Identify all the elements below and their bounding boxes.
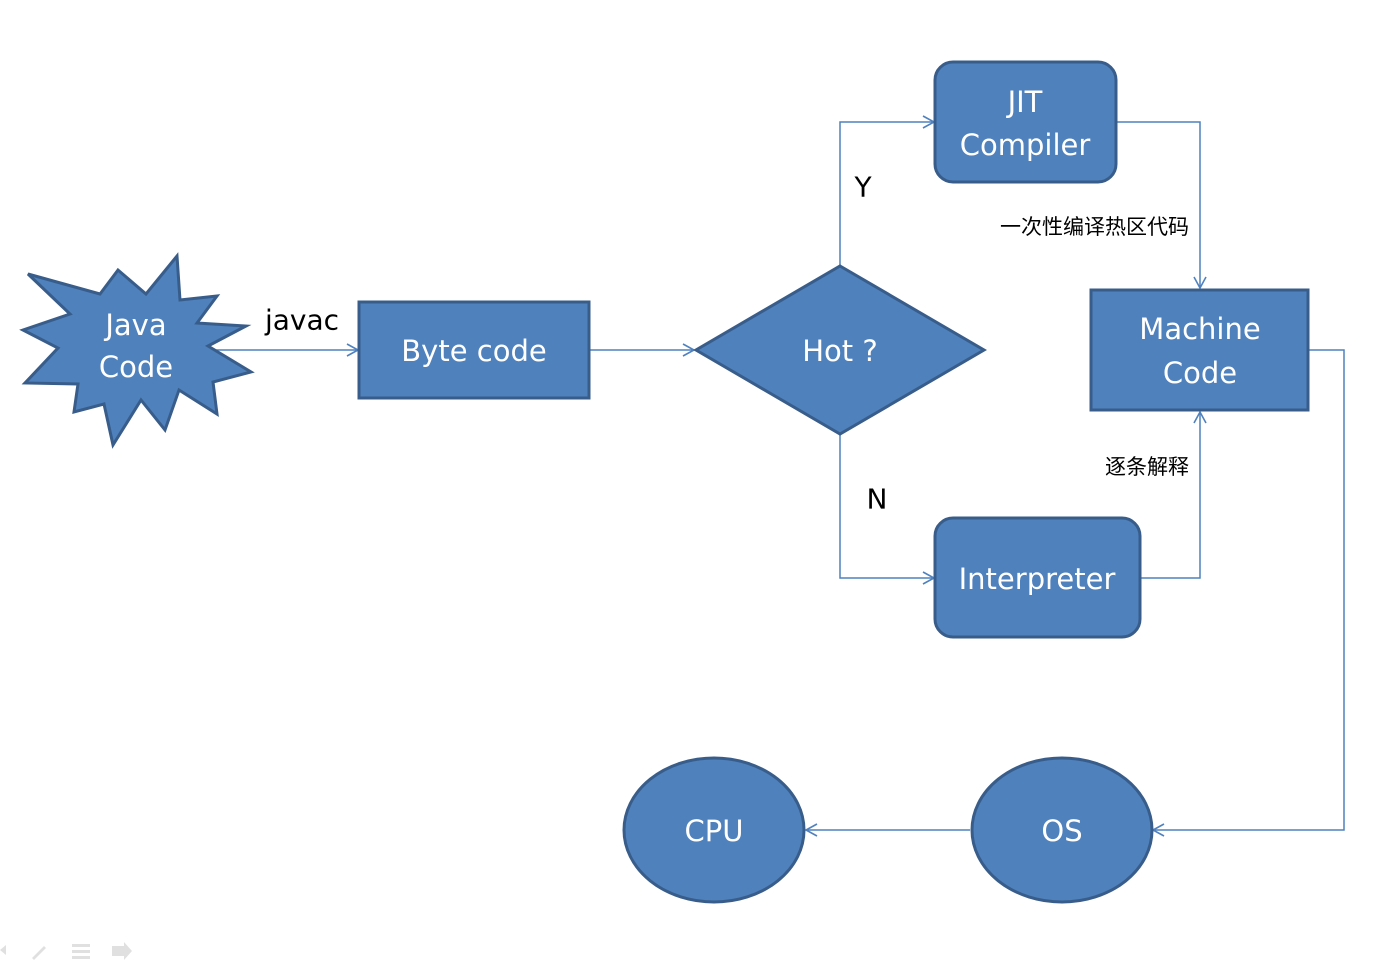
java-code-line2: Code <box>99 350 173 384</box>
byte-code-box <box>357 300 591 400</box>
machine-code-line1: Machine <box>1139 312 1260 346</box>
connector-jit-to-machine <box>1117 121 1207 290</box>
previous-icon[interactable] <box>0 945 6 955</box>
cpu-label: CPU <box>685 814 744 848</box>
java-code-starburst <box>19 252 255 449</box>
java-code-line1: Java <box>103 308 166 342</box>
interpreter-label: Interpreter <box>959 562 1116 596</box>
jit-compiler-box <box>933 60 1118 184</box>
os-ellipse <box>970 756 1154 904</box>
menu-icon[interactable] <box>72 944 90 959</box>
connector-hot-to-interpreter <box>839 434 936 585</box>
jit-compiler-line1: JIT <box>1006 85 1043 119</box>
jit-compiler-node: JIT Compiler <box>933 60 1118 184</box>
connector-hot-to-jit <box>839 115 936 266</box>
javac-label: javac <box>264 304 339 337</box>
cpu-node: CPU <box>622 756 806 904</box>
interpreter-note-label: 逐条解释 <box>1105 455 1189 479</box>
os-node: OS <box>970 756 1154 904</box>
hot-decision-node: Hot ? <box>693 264 987 436</box>
slideshow-toolbar <box>0 942 132 960</box>
byte-code-label: Byte code <box>401 334 546 368</box>
jit-compiler-line2: Compiler <box>960 128 1091 162</box>
yes-branch-label: Y <box>853 171 872 204</box>
java-code-node: Java Code <box>19 252 255 449</box>
cpu-ellipse <box>622 756 806 904</box>
pen-icon[interactable] <box>32 946 46 960</box>
next-icon[interactable] <box>112 942 132 960</box>
os-label: OS <box>1041 814 1082 848</box>
hot-decision-label: Hot ? <box>802 334 878 368</box>
machine-code-node: Machine Code <box>1089 288 1310 412</box>
byte-code-node: Byte code <box>357 300 591 400</box>
interpreter-box <box>933 516 1142 639</box>
machine-code-line2: Code <box>1163 356 1237 390</box>
connector-machine-to-os <box>1151 349 1345 837</box>
jit-note-label: 一次性编译热区代码 <box>1000 215 1189 239</box>
connector-interpreter-to-machine <box>1141 410 1207 579</box>
machine-code-box <box>1089 288 1310 412</box>
no-branch-label: N <box>867 483 888 516</box>
hot-decision-diamond <box>693 264 987 436</box>
interpreter-node: Interpreter <box>933 516 1142 639</box>
